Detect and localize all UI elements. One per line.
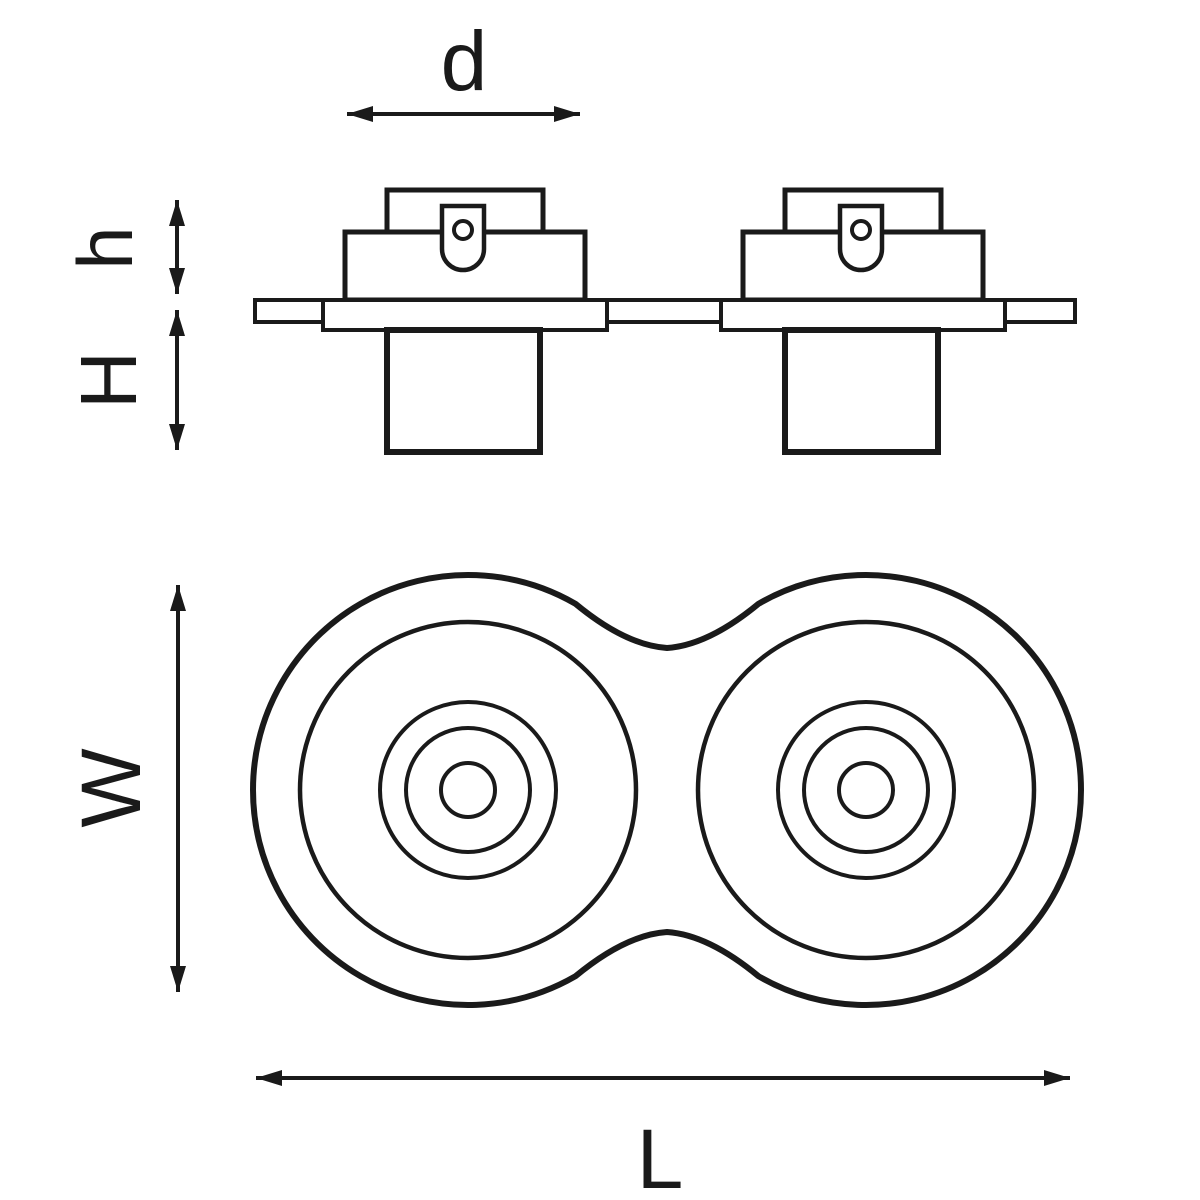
right-ring-inner xyxy=(802,726,930,854)
side-view xyxy=(253,187,1077,455)
right-mounting-clip xyxy=(837,203,885,273)
dimensions: d h H W L xyxy=(61,14,1070,1200)
trim-plate xyxy=(253,298,1077,332)
figure-eight-trim-outline xyxy=(250,572,1084,1008)
dim-label-W: W xyxy=(64,748,158,827)
right-spot-rings xyxy=(695,619,1037,961)
right-ring-mid xyxy=(776,700,956,880)
right-ring-center xyxy=(837,761,895,819)
right-clip-hole xyxy=(850,219,872,241)
dim-label-h: h xyxy=(61,226,149,269)
left-spot-rings xyxy=(297,619,639,961)
left-mounting-clip xyxy=(439,203,487,273)
plan-view xyxy=(250,572,1084,1008)
dim-label-L: L xyxy=(637,1112,684,1200)
right-recessed-housing xyxy=(782,327,941,455)
right-ring-outer xyxy=(695,619,1037,961)
left-ring-inner xyxy=(404,726,532,854)
dim-label-d: d xyxy=(441,14,488,108)
trim-plate-right-step xyxy=(719,298,1007,332)
left-ring-mid xyxy=(378,700,558,880)
trim-plate-left-step xyxy=(321,298,609,332)
left-ring-center xyxy=(439,761,497,819)
dim-label-H: H xyxy=(64,351,153,409)
left-ring-outer xyxy=(297,619,639,961)
left-clip-hole xyxy=(452,219,474,241)
left-recessed-housing xyxy=(384,327,543,455)
